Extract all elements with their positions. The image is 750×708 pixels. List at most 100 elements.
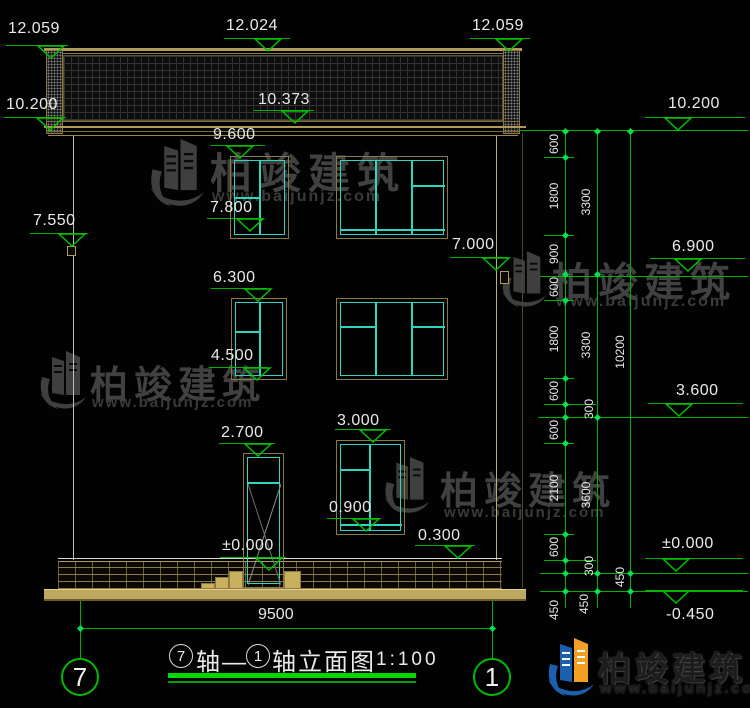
dim-value: 450: [547, 599, 561, 621]
level-triangle-icon: [235, 218, 265, 233]
window-transom: [411, 185, 445, 187]
elev-zero-left: ±0.000: [222, 537, 274, 554]
elev-plinth-top: 0.300: [418, 527, 461, 544]
elev-6900-right: 6.900: [672, 238, 715, 255]
title-scale: 1:100: [376, 649, 439, 670]
roof-end-section-left: [46, 50, 63, 134]
window-frame: [234, 160, 285, 235]
title-axis-circle-7: 7: [169, 644, 193, 668]
level-triangle-icon: [57, 233, 87, 248]
brand-logo-icon: [548, 638, 594, 696]
level-triangle-icon: [243, 288, 273, 303]
elev-roof-left: 12.059: [8, 20, 60, 37]
dim-value: 1800: [547, 182, 561, 210]
level-line-3600: [538, 417, 748, 418]
elev-eave-right: 10.200: [668, 95, 720, 112]
window-3f-large: [336, 156, 448, 239]
level-triangle-icon: [494, 38, 524, 53]
elev-win1-head: 3.000: [337, 412, 380, 429]
entry-step-1: [229, 571, 243, 589]
watermark-site: www.baijunjz.com: [212, 188, 383, 205]
elev-win2-head: 6.300: [213, 269, 256, 286]
elev-ground-right: -0.450: [666, 606, 715, 623]
level-triangle-icon: [661, 590, 691, 605]
level-line-0000: [540, 573, 748, 574]
axis-number: 7: [72, 661, 88, 692]
dim-value: 3600: [579, 481, 593, 509]
level-triangle-icon: [673, 258, 703, 273]
brand-logo-text: 柏竣建筑: [598, 650, 746, 687]
level-triangle-icon: [661, 558, 691, 573]
dim-value: 600: [547, 276, 561, 298]
door-leaf-diagonals: [248, 484, 281, 585]
entry-step-2: [215, 577, 229, 589]
title-underline-thick: [168, 673, 416, 678]
window-frame: [340, 160, 444, 235]
level-triangle-icon: [36, 45, 66, 60]
watermark-logo-icon: [384, 456, 430, 514]
eave-line-2: [46, 131, 520, 132]
eave-line-1: [46, 121, 520, 122]
dim-value: 600: [547, 133, 561, 155]
elev-scupper-right: 7.000: [452, 236, 495, 253]
window-transom: [235, 197, 260, 199]
window-mullion: [411, 303, 413, 375]
dim-value: 3300: [579, 331, 593, 359]
watermark-brand: 柏竣建筑: [552, 261, 736, 305]
level-triangle-icon: [351, 518, 381, 533]
level-triangle-icon: [242, 367, 272, 382]
window-transom: [341, 326, 375, 328]
scupper-right: [500, 271, 509, 284]
wall-top-line: [48, 135, 518, 136]
level-triangle-icon: [225, 145, 255, 160]
window-frame: [340, 444, 401, 531]
window-rail: [341, 524, 402, 526]
watermark-logo-icon: [150, 139, 204, 207]
window-2f-small: [231, 298, 287, 380]
dim-value: 600: [547, 419, 561, 441]
level-triangle-icon: [35, 117, 65, 132]
dim-chain-line-2: [597, 130, 598, 608]
level-triangle-icon: [280, 110, 310, 125]
title-name: 轴立面图: [272, 649, 376, 676]
window-2f-large: [336, 298, 448, 380]
elev-win2-sill: 4.500: [211, 347, 254, 364]
window-frame: [235, 302, 283, 376]
roof-ridge-line: [46, 53, 520, 54]
dim-value: 1800: [547, 325, 561, 353]
window-mullion: [375, 303, 377, 375]
dim-chain-line-3: [630, 130, 631, 608]
elev-ridge-center: 12.024: [226, 17, 278, 34]
brick-plinth: [58, 561, 502, 589]
elev-door-head: 2.700: [221, 424, 264, 441]
level-triangle-icon: [481, 257, 511, 272]
dim-value: 2100: [547, 474, 561, 502]
facade-wall: [73, 136, 497, 560]
window-mullion: [259, 303, 261, 375]
window-frame: [340, 302, 444, 376]
elev-win1-sill: 0.900: [329, 499, 372, 516]
elev-roof-right: 12.059: [472, 17, 524, 34]
elev-eave-top: 10.373: [258, 91, 310, 108]
watermark-site: www.baijunjz.com: [92, 394, 254, 411]
axis-bubble-1: 1: [473, 658, 511, 696]
elev-win3-sill: 7.800: [210, 199, 253, 216]
entry-stoop-right: [284, 571, 301, 589]
bottom-dim-value: 9500: [258, 606, 294, 623]
level-triangle-icon: [443, 545, 473, 560]
window-3f-small: [230, 156, 289, 239]
level-triangle-icon: [358, 429, 388, 444]
elev-zero-right: ±0.000: [662, 535, 714, 552]
title-underline-thin: [168, 681, 416, 683]
watermark-site: www.baijunjz.com: [556, 293, 727, 310]
axis-number: 1: [484, 661, 500, 692]
window-mullion: [375, 161, 377, 234]
watermark-brand: 柏竣建筑: [440, 471, 617, 513]
window-mullion: [369, 445, 371, 530]
dim-value: 600: [547, 536, 561, 558]
eave-fascia: [44, 126, 526, 128]
bottom-dim-line: [80, 628, 492, 629]
level-triangle-icon: [243, 443, 273, 458]
level-triangle-icon: [663, 117, 693, 132]
